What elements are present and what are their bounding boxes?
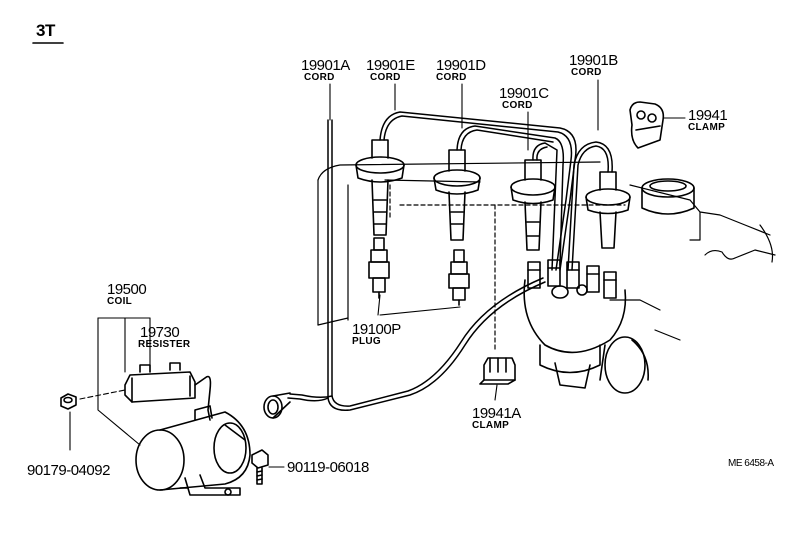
- leader-lines: [69, 79, 686, 468]
- part-name-19941: CLAMP: [688, 122, 726, 133]
- part-name-19100p: PLUG: [352, 336, 381, 347]
- part-number-19941: 19941: [688, 107, 728, 124]
- part-name-19941a: CLAMP: [472, 420, 510, 431]
- part-number-19100p: 19100P: [352, 321, 401, 338]
- distributor: [523, 259, 649, 394]
- part-name-19901d: CORD: [436, 72, 467, 83]
- oil-filler-cap: [641, 178, 695, 215]
- part-number-19941a: 19941A: [472, 405, 521, 422]
- part-name-19901c: CORD: [502, 100, 533, 111]
- resister: [124, 362, 212, 421]
- part-name-19901e: CORD: [370, 72, 401, 83]
- part-number-19901b: 19901B: [569, 52, 618, 69]
- part-number-19901a: 19901A: [301, 57, 350, 74]
- part-number-90119-06018: 90119-06018: [287, 459, 369, 476]
- reference-code: ME 6458-A: [728, 458, 774, 469]
- part-name-19901b: CORD: [571, 67, 602, 78]
- engine-block-outline: [317, 161, 776, 351]
- bolt-90119-06018: [251, 449, 269, 485]
- part-number-19901d: 19901D: [436, 57, 486, 74]
- part-number-90179-04092: 90179-04092: [27, 462, 110, 479]
- plug-boot-4: [585, 171, 631, 249]
- spark-plug-2: [448, 249, 470, 306]
- part-number-19901c: 19901C: [499, 85, 549, 102]
- spark-plug-1: [368, 237, 390, 299]
- part-name-19730: RESISTER: [138, 339, 191, 350]
- part-number-19730: 19730: [140, 324, 180, 341]
- plug-boot-1: [355, 139, 405, 236]
- ignition-cords: [287, 111, 613, 411]
- coil-cord-boot: [263, 392, 291, 419]
- nut-90179-04092: [60, 393, 77, 410]
- part-name-19901a: CORD: [304, 72, 335, 83]
- ignition-coil: [135, 405, 251, 496]
- diagram-title: 3T: [36, 21, 55, 40]
- part-number-19500: 19500: [107, 281, 147, 298]
- clamp-19941a-part: [479, 357, 516, 385]
- clamp-19941-part: [629, 101, 665, 149]
- part-name-19500: COIL: [107, 296, 133, 307]
- plug-boot-2: [433, 149, 481, 241]
- part-number-19901e: 19901E: [366, 57, 415, 74]
